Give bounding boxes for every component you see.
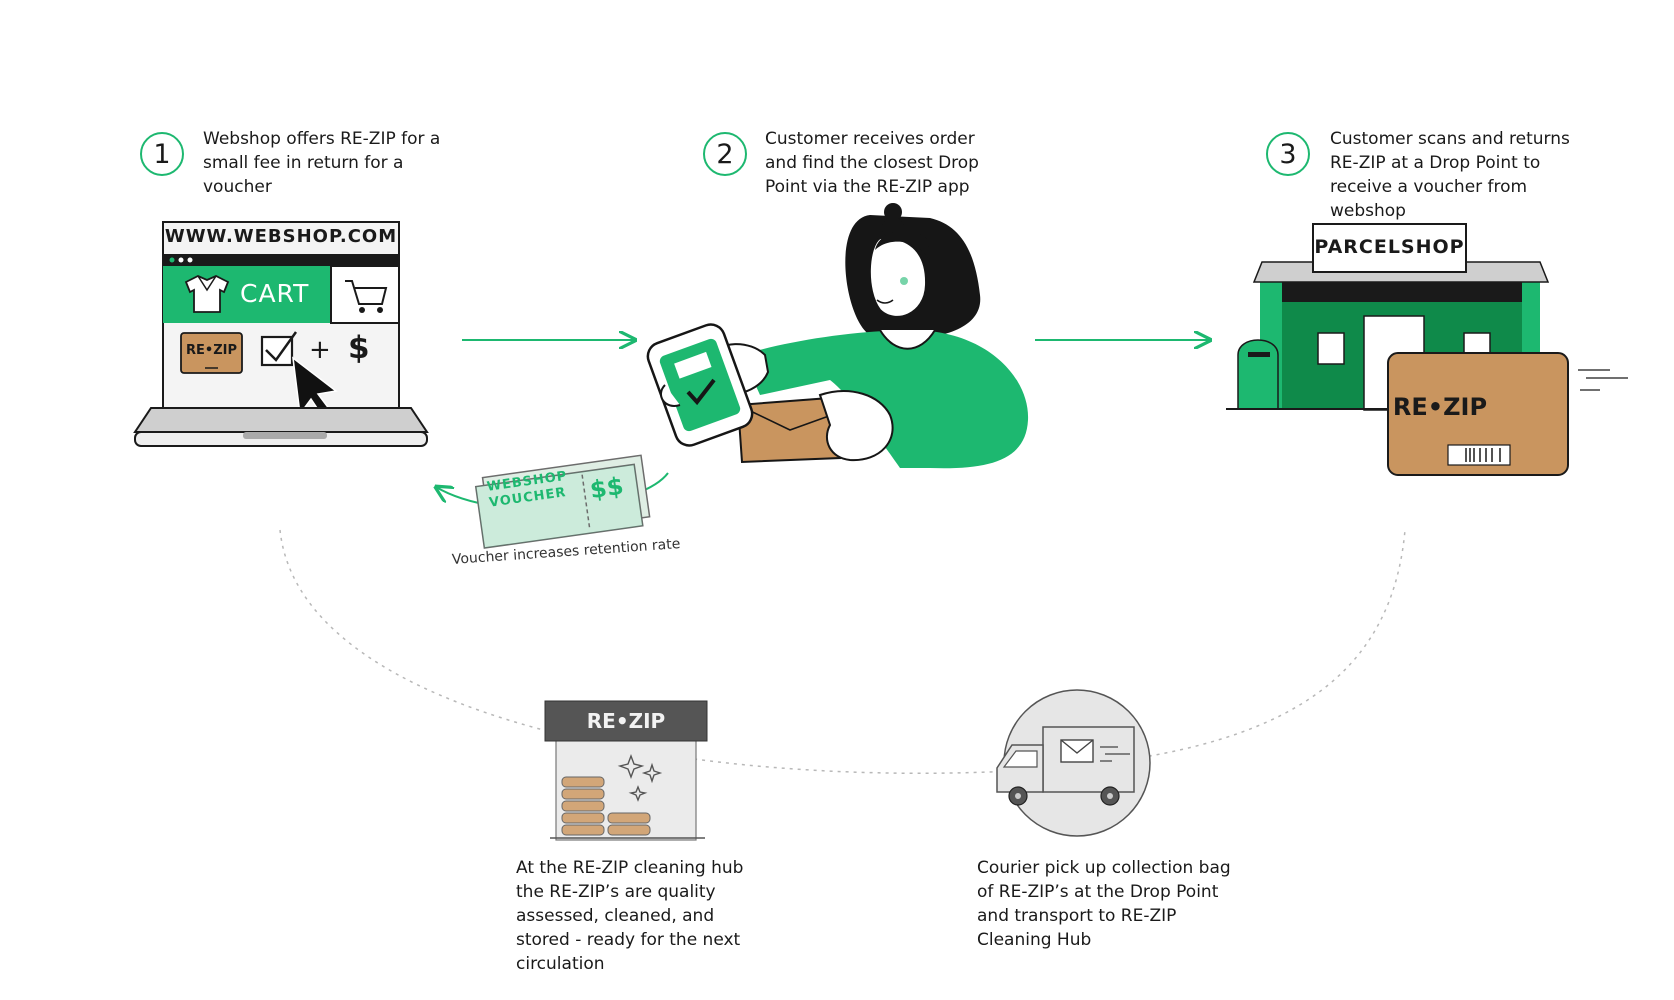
voucher-amount: $$ [588,471,626,505]
return-loop-path [279,529,1406,775]
parcelshop-box-brand: RE•ZIP [1392,393,1488,421]
parcelshop-illustration [1226,223,1628,476]
webshop-voucher-icon [474,454,651,549]
checkbox-checked-icon [260,331,298,367]
parcelshop-sign: PARCELSHOP [1314,236,1465,258]
stacked-boxes-icon [561,776,651,836]
laptop-illustration [133,221,429,447]
dollar-sign: $ [348,330,370,366]
cleaning-hub-illustration [544,700,708,841]
step-2-number: 2 [703,132,747,176]
courier-description: Courier pick up collection bag of RE-ZIP… [977,858,1231,950]
webshop-box-brand: RE•ZIP [186,343,237,358]
customer-illustration [646,203,1029,469]
webshop-url: WWW.WEBSHOP.COM [164,226,398,247]
plus-sign: + [309,335,331,365]
courier-truck-illustration [996,689,1151,837]
hub-sign: RE•ZIP [586,709,666,733]
hub-description: At the RE-ZIP cleaning hub the RE-ZIP’s … [516,858,744,974]
shopping-cart-icon [345,280,388,313]
step-1-text: Webshop offers RE-ZIP for a small fee in… [203,129,441,197]
mail-envelope-icon [1060,739,1094,763]
step-2-text: Customer receives order and find the clo… [765,129,979,197]
shirt-icon [184,275,230,313]
cart-label: CART [240,279,310,308]
step-3-text: Customer scans and returns RE-ZIP at a D… [1330,129,1570,221]
sparkle-icon [617,754,663,802]
step-3-number: 3 [1266,132,1310,176]
step-1-number: 1 [140,132,184,176]
